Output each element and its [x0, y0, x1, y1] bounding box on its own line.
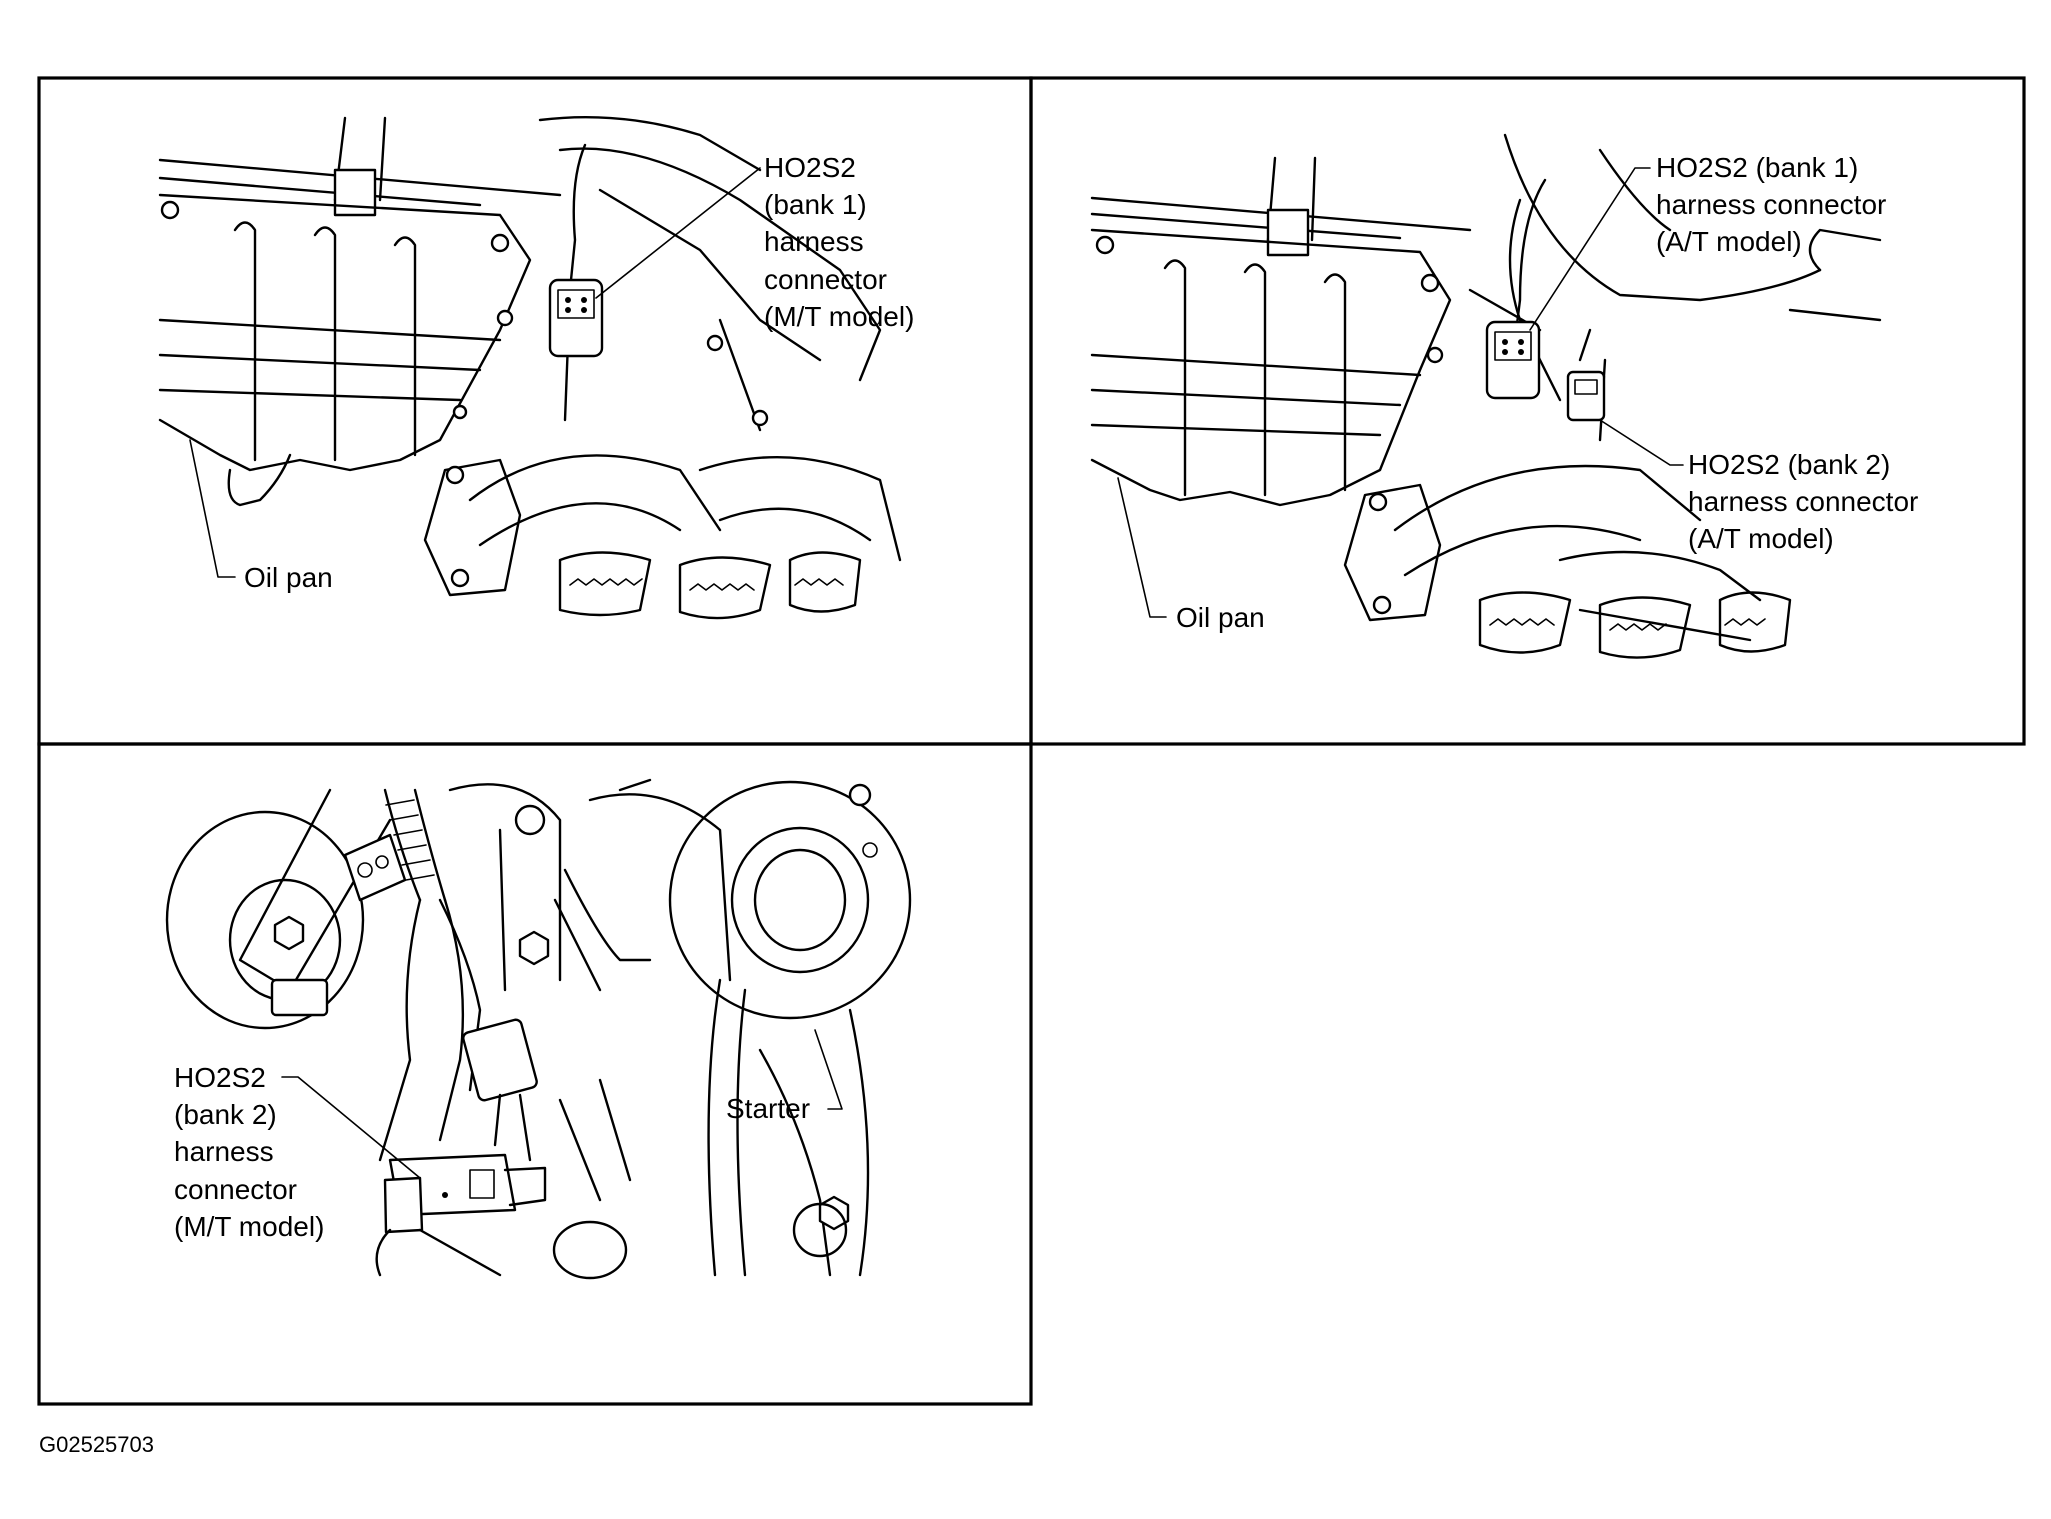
callout-bl-connector-line-4: connector [174, 1174, 297, 1205]
callout-bl-connector-line-5: (M/T model) [174, 1211, 324, 1242]
callout-bl-starter: Starter [726, 1093, 810, 1124]
leader-tr-bank2 [1599, 419, 1684, 466]
callout-bl-connector-line-2: (bank 2) [174, 1099, 277, 1130]
figure-code: G02525703 [39, 1432, 154, 1457]
callout-tr-bank2-line-2: harness connector [1688, 486, 1918, 517]
callout-tl-connector-line-2: (bank 1) [764, 189, 867, 220]
panel-frames [37, 76, 2026, 1406]
panel-bottom-left-illustration [165, 778, 912, 1280]
leader-tr-bank1 [1529, 167, 1651, 331]
frame-top-right [1029, 76, 2026, 746]
callout-tr-bank1-line-1: HO2S2 (bank 1) [1656, 152, 1858, 183]
leader-tl-connector [595, 167, 761, 299]
leader-bl-starter [814, 1029, 843, 1110]
callout-tl-oil-pan: Oil pan [244, 562, 333, 593]
callout-bl-connector-line-3: harness [174, 1136, 274, 1167]
callout-tl-connector-line-4: connector [764, 264, 887, 295]
callout-tr-bank1: HO2S2 (bank 1) harness connector (A/T mo… [1656, 152, 1894, 257]
callout-tr-bank2: HO2S2 (bank 2) harness connector (A/T mo… [1688, 449, 1926, 554]
callout-bl-connector-line-1: HO2S2 [174, 1062, 266, 1093]
callout-bl-connector: HO2S2 (bank 2) harness connector (M/T mo… [174, 1062, 324, 1242]
callout-tl-connector: HO2S2 (bank 1) harness connector (M/T mo… [764, 152, 914, 332]
callout-tr-bank2-line-3: (A/T model) [1688, 523, 1834, 554]
callout-tr-bank1-line-3: (A/T model) [1656, 226, 1802, 257]
callout-tr-bank1-line-2: harness connector [1656, 189, 1886, 220]
callout-tr-bank2-line-1: HO2S2 (bank 2) [1688, 449, 1890, 480]
frame-bottom-left [37, 742, 1033, 1406]
callout-tl-connector-line-5: (M/T model) [764, 301, 914, 332]
callout-tl-connector-line-1: HO2S2 [764, 152, 856, 183]
leader-tl-oilpan [189, 439, 236, 578]
leader-tr-oilpan [1117, 477, 1167, 618]
panel-top-left-illustration [158, 115, 902, 620]
callout-tl-connector-line-3: harness [764, 226, 864, 257]
callout-tr-oil-pan: Oil pan [1176, 602, 1265, 633]
panel-top-right-illustration [1090, 133, 1882, 659]
frame-top-left [37, 76, 1033, 746]
leader-bl-connector [281, 1076, 421, 1179]
